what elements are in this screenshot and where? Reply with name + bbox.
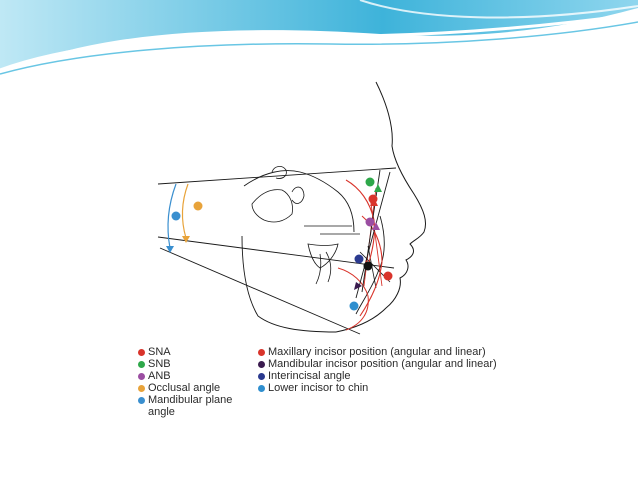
legend-item-interincisal-angle: Interincisal angle [258, 370, 351, 382]
legend-label: Lower incisor to chin [268, 382, 369, 394]
legend-item-mandibular-incisor: Mandibular incisor position (angular and… [258, 358, 497, 370]
legend-label: ANB [148, 370, 171, 382]
legend-dot [258, 349, 265, 356]
legend-item-occlusal-angle: Occlusal angle [138, 382, 220, 394]
legend-label: Maxillary incisor position (angular and … [268, 346, 486, 358]
legend-dot [258, 361, 265, 368]
legend-item-mandibular-plane-angle: Mandibular plane angle [138, 394, 238, 418]
legend-label: SNA [148, 346, 171, 358]
legend-dot [138, 397, 145, 404]
legend-item-maxillary-incisor: Maxillary incisor position (angular and … [258, 346, 486, 358]
legend-dot [138, 349, 145, 356]
legend-dot [138, 373, 145, 380]
legend-item-lower-incisor-to-chin: Lower incisor to chin [258, 382, 368, 394]
legend-dot [138, 361, 145, 368]
legend-label: Interincisal angle [268, 370, 351, 382]
legend-label: Occlusal angle [148, 382, 221, 394]
legend-dot [258, 385, 265, 392]
legend-dot [138, 385, 145, 392]
cephalometric-tracing [157, 81, 427, 335]
legend-label: SNB [148, 358, 171, 370]
legend-label: Mandibular plane angle [148, 394, 233, 418]
legend-label: Mandibular incisor position (angular and… [268, 358, 497, 370]
legend: SNA SNB ANB Occlusal angle Mandibular pl… [124, 340, 522, 428]
legend-item-snb: SNB [138, 358, 171, 370]
legend-item-anb: ANB [138, 370, 171, 382]
header-wave-banner [0, 0, 638, 75]
legend-dot [258, 373, 265, 380]
legend-item-sna: SNA [138, 346, 171, 358]
cephalometric-figure: SNA SNB ANB Occlusal angle Mandibular pl… [124, 76, 522, 428]
